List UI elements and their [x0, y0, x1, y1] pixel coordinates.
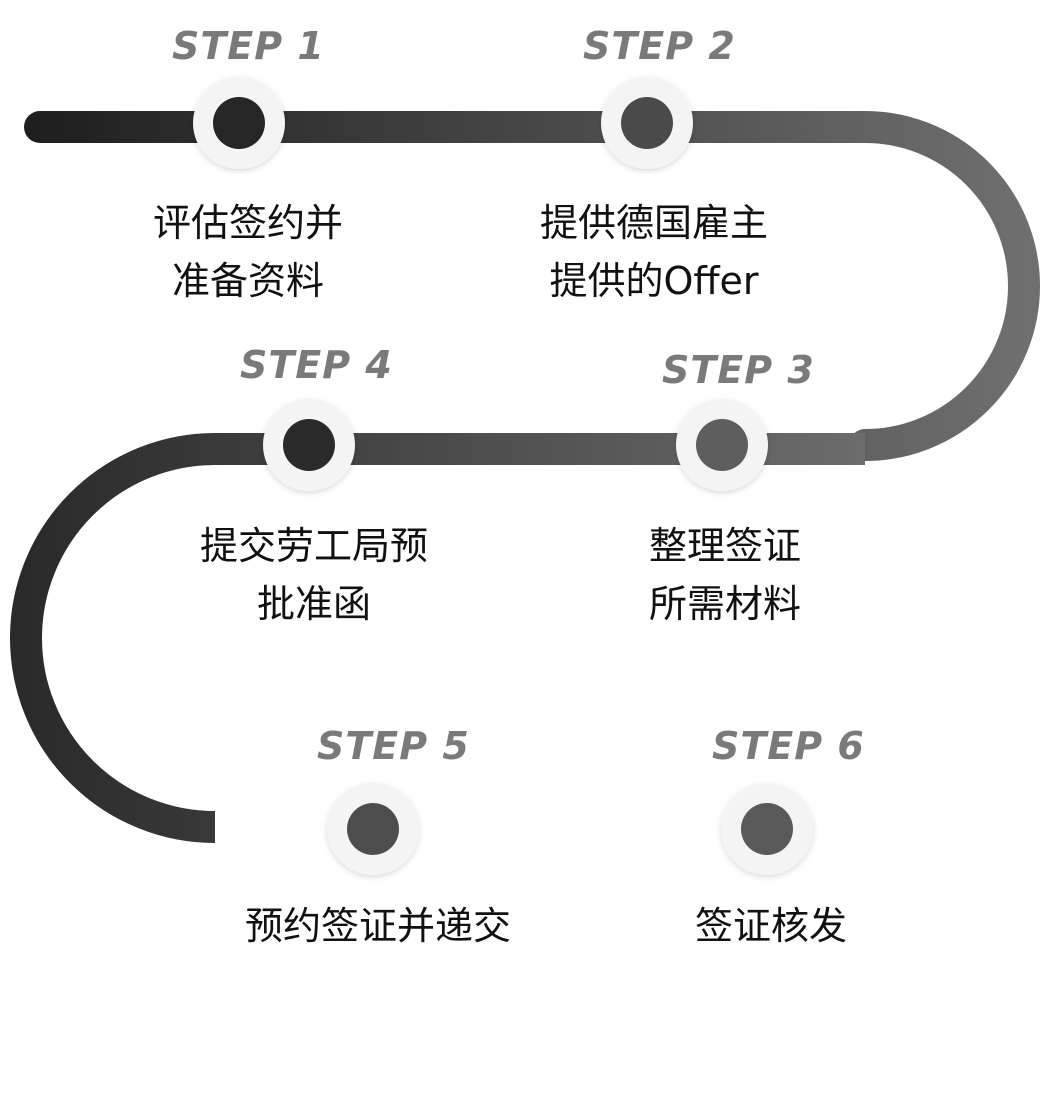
step-1-label: STEP 1 [172, 24, 325, 68]
step-1-description: 评估签约并 准备资料 [88, 194, 408, 310]
step-1-line-2: 准备资料 [171, 259, 324, 303]
step-3-marker [676, 399, 768, 491]
step-6-description: 签证核发 [621, 897, 921, 955]
step-6-line-1: 签证核发 [694, 904, 847, 948]
step-4-description: 提交劳工局预 批准函 [154, 517, 474, 633]
step-3-description: 整理签证 所需材料 [565, 517, 885, 633]
step-1-marker [193, 77, 285, 169]
step-3-line-2: 所需材料 [648, 582, 801, 626]
path-segment-middle [10, 433, 865, 843]
step-2-line-2: 提供的Offer [549, 259, 759, 303]
step-3-line-1: 整理签证 [648, 524, 801, 568]
step-5-line-1: 预约签证并递交 [244, 904, 511, 948]
step-5-label: STEP 5 [317, 724, 470, 768]
step-4-line-1: 提交劳工局预 [199, 524, 428, 568]
step-6-label: STEP 6 [712, 724, 865, 768]
step-4-label: STEP 4 [240, 343, 393, 387]
step-5-description: 预约签证并递交 [208, 897, 548, 955]
step-3-label: STEP 3 [662, 348, 815, 392]
step-4-line-2: 批准函 [256, 582, 371, 626]
step-2-marker [601, 77, 693, 169]
step-4-marker [263, 399, 355, 491]
step-2-label: STEP 2 [583, 24, 736, 68]
path-segment-top [24, 111, 1040, 461]
step-1-line-1: 评估签约并 [152, 201, 343, 245]
step-2-description: 提供德国雇主 提供的Offer [494, 194, 814, 310]
step-6-marker [721, 783, 813, 875]
step-5-marker [327, 783, 419, 875]
step-2-line-1: 提供德国雇主 [539, 201, 768, 245]
